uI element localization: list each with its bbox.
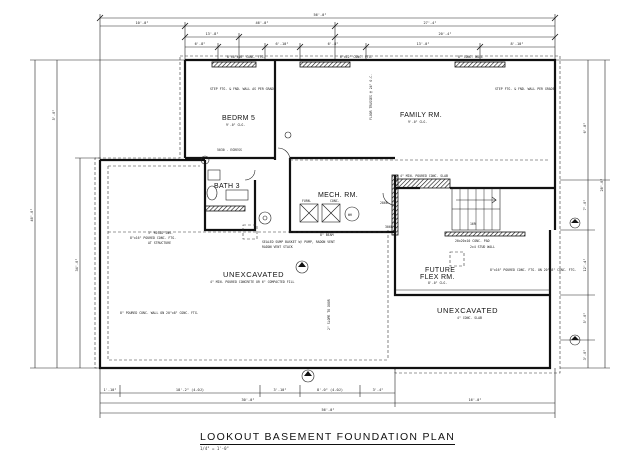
note-foot-2: AT STRUCTURE — [148, 241, 171, 245]
beam-line — [108, 159, 550, 233]
dim-top-1: 10'-0" — [136, 21, 149, 25]
dim-right-1: 6'-8" — [583, 123, 587, 134]
dim-right-5: 5'-0" — [583, 313, 587, 324]
room-flex-2: FLEX RM. — [420, 274, 455, 281]
note-floor: 4" MIN. POURED CONC. SLAB — [400, 174, 448, 178]
note-left-footing: 8"x16" POURED CONC. FTG. — [130, 236, 176, 240]
note-foot-1: 1" RIGID INS. — [148, 231, 173, 235]
dim-top-5: 20'-4" — [439, 32, 452, 36]
room-bedroom: BEDRM 5 — [222, 115, 255, 122]
plan-scale: 1/4" = 1'-0" — [200, 446, 229, 451]
mechanical-equipment: FURN. WH — [258, 199, 360, 225]
plan-title-block: LOOKOUT BASEMENT FOUNDATION PLAN 1/4" = … — [200, 425, 530, 451]
dim-top-8: 6'-8" — [328, 42, 339, 46]
note-flex-wall: 2x4 STUD WALL — [470, 245, 495, 249]
note-top-3: 8" CONC. WALL — [458, 55, 483, 59]
room-mech: MECH. RM. — [318, 192, 358, 199]
room-mech-sub: CONC. — [330, 199, 340, 203]
foundation-walls — [94, 55, 561, 374]
dim-right-3: 7'-0" — [583, 200, 587, 211]
water-heater-label: WH — [348, 213, 352, 217]
note-stairs: 16R — [470, 222, 476, 226]
dim-top-7: 6'-10" — [276, 42, 289, 46]
note-door-2: 3068 — [385, 225, 393, 229]
dim-bottom-4: 8'-0" (4.0J) — [317, 388, 343, 392]
dim-top-9: 13'-0" — [417, 42, 430, 46]
top-dimension-lines: 56'-0" 10'-0" 46'-0" 27'-4" 13'-8" 20'-4… — [96, 13, 559, 165]
note-pier: 20x20x10 CONC. PAD — [455, 239, 490, 243]
note-floor-truss: FLOOR TRUSSES @ 24" O.C. — [369, 74, 373, 120]
dim-top-2: 46'-0" — [256, 21, 269, 25]
left-dimension-lines: 5'-0" 40'-0" 34'-0" — [30, 59, 185, 369]
dim-left-1: 5'-0" — [52, 110, 56, 121]
dim-top-3: 27'-4" — [424, 21, 437, 25]
bath-fixtures — [206, 169, 249, 201]
note-step-right: STEP FTG. & FND. WALL PER GRADE — [495, 87, 555, 91]
dim-right-6: 3'-0" — [583, 350, 587, 361]
right-dimension-lines: 6'-8" 28'-0" 7'-0" 12'-4" 5'-0" 3'-0" — [555, 59, 610, 369]
room-unexcavated-main: UNEXCAVATED — [223, 270, 284, 279]
dim-bottom-6: 30'-0" — [242, 398, 255, 402]
note-beam: 8" BEAM — [320, 233, 334, 237]
plan-title: LOOKOUT BASEMENT FOUNDATION PLAN — [200, 431, 456, 445]
note-window: 5030 - EGRESS — [217, 148, 242, 152]
dim-bottom-3: 3'-10" — [274, 388, 287, 392]
dim-top-4: 13'-8" — [206, 32, 219, 36]
note-slope: 2" SLOPE TO DOOR — [327, 299, 331, 330]
room-unexcavated-right: UNEXCAVATED — [437, 306, 498, 315]
dim-bottom-1: 1'-10" — [104, 388, 117, 392]
note-vent: RADON VENT STACK — [262, 245, 293, 249]
room-family-sub: 9'-0" CLG. — [408, 120, 427, 124]
dim-left-2: 40'-0" — [30, 209, 34, 222]
note-wall-left: 8" POURED CONC. WALL ON 20"x8" CONC. FTG… — [120, 311, 199, 315]
room-unexcavated-right-sub: 4" CONC. SLAB — [457, 316, 482, 320]
section-markers — [200, 131, 581, 383]
note-step-left: STEP FTG. & FND. WALL AS PER GRADE — [210, 87, 275, 91]
room-unexcavated-main-sub: 4" MIN. POURED CONCRETE OR 6" COMPACTED … — [210, 280, 295, 284]
room-labels: BEDRM 5 9'-0" CLG. FAMILY RM. 9'-0" CLG.… — [210, 112, 498, 320]
door-swings — [244, 147, 396, 206]
dim-bottom-5: 3'-4" — [373, 388, 384, 392]
dim-right-4: 12'-4" — [583, 259, 587, 272]
footing-pads — [242, 224, 465, 267]
note-right-low: 8"x16" POURED CONC. FTG. ON 20"x8" CONC.… — [490, 268, 576, 272]
room-family: FAMILY RM. — [400, 112, 442, 119]
stairs — [451, 187, 501, 231]
room-flex-sub: 8'-0" CLG. — [428, 281, 447, 285]
dim-left-3: 34'-0" — [75, 259, 79, 272]
room-bedroom-sub: 9'-0" CLG. — [226, 123, 245, 127]
note-top-2: 6"x12" CONC. FTG. — [340, 55, 373, 59]
dim-bottom-2: 18'-2" (4.0J) — [176, 388, 204, 392]
dim-top-6: 6'-8" — [195, 42, 206, 46]
note-top-1: 8'x8'x16" CONC. FTG. — [227, 55, 265, 59]
room-flex-1: FUTURE — [425, 267, 455, 274]
note-door-1: 2868 — [380, 201, 388, 205]
note-sump: SEALED SUMP BASKET W/ PUMP, RADON VENT — [262, 240, 335, 244]
dim-top-outer: 56'-0" — [314, 13, 327, 17]
dim-bottom-7: 16'-0" — [469, 398, 482, 402]
dim-bottom-8: 56'-0" — [322, 408, 335, 412]
dim-right-2: 28'-0" — [600, 179, 604, 192]
furnace-label: FURN. — [302, 199, 312, 203]
bottom-dimension-lines: 1'-10" 18'-2" (4.0J) 3'-10" 8'-0" (4.0J)… — [99, 368, 556, 418]
dim-top-10: 8'-10" — [511, 42, 524, 46]
annotation-notes: 8'x8'x16" CONC. FTG. 6"x12" CONC. FTG. 8… — [120, 55, 576, 330]
room-bath: BATH 3 — [214, 183, 240, 190]
